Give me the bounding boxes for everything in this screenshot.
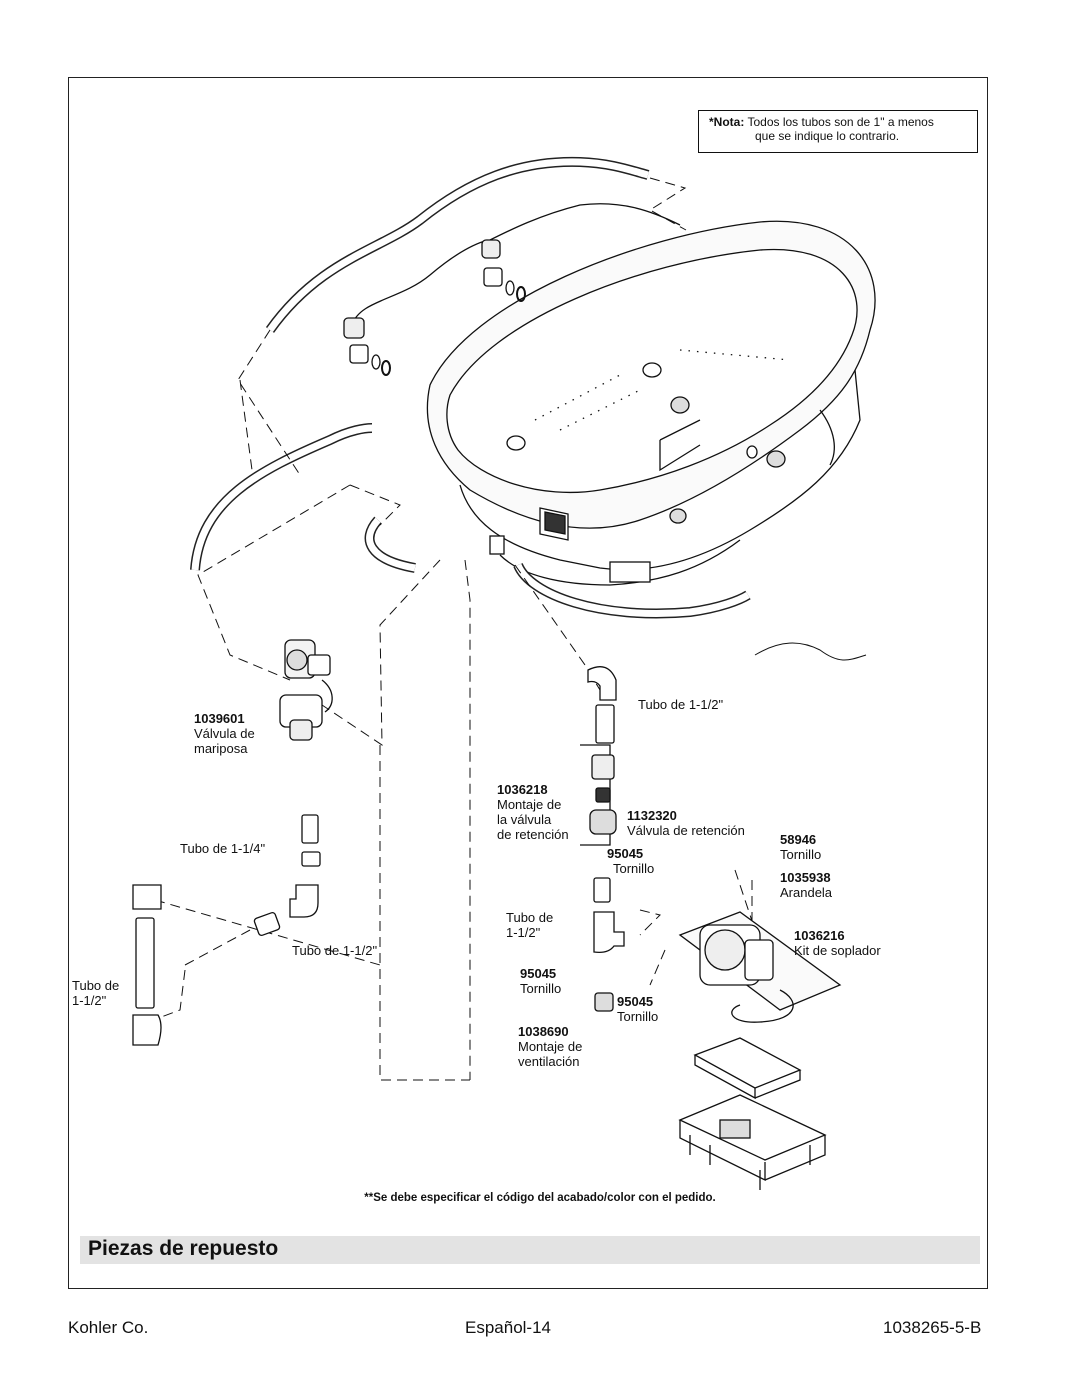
part-desc: Válvula de — [194, 726, 255, 741]
note-line1: Todos los tubos son de 1" a menos — [747, 115, 934, 129]
part-desc: Arandela — [780, 885, 833, 900]
label-check-valve: 1132320 Válvula de retención — [627, 808, 745, 838]
part-code: 95045 — [520, 966, 557, 981]
part-desc: Montaje de — [497, 797, 562, 812]
label-check-valve-assembly: 1036218 Montaje de la válvula de retenci… — [497, 782, 569, 842]
page-frame — [68, 77, 988, 1289]
part-desc: Tubo de — [72, 978, 120, 993]
butterfly-valve-illustration — [279, 639, 333, 741]
pipes-left — [132, 814, 321, 1046]
part-code: 58946 — [780, 832, 817, 847]
part-desc: la válvula — [497, 812, 552, 827]
note-line2: que se indique lo contrario. — [755, 129, 900, 143]
blower-kit-illustration — [678, 911, 842, 1023]
label-tube-1-1-2-a: Tubo de 1-1/2" — [292, 943, 377, 958]
part-desc: Montaje de — [518, 1039, 583, 1054]
part-desc: mariposa — [194, 741, 248, 756]
part-desc: Tornillo — [520, 981, 562, 996]
label-tube-1-1-2-left: Tubo de 1-1/2" — [72, 978, 119, 1008]
part-desc: Tubo de 1-1/2" — [292, 943, 378, 958]
part-desc: ventilación — [518, 1054, 580, 1069]
part-code: 95045 — [607, 846, 644, 861]
label-tube-1-1-2-top: Tubo de 1-1/2" — [638, 697, 723, 712]
vent-plate-illustration — [693, 1037, 802, 1100]
finish-code-footnote: **Se debe especificar el código del acab… — [364, 1192, 716, 1204]
footer-doc-number: 1038265-5-B — [883, 1318, 982, 1337]
footer-page-number: Español-14 — [465, 1318, 552, 1337]
part-desc: de retención — [497, 827, 569, 842]
footer-company: Kohler Co. — [68, 1318, 149, 1337]
part-desc: Tornillo — [617, 1009, 659, 1024]
bathtub-illustration — [426, 220, 876, 586]
part-desc: Kit de soplador — [794, 943, 881, 958]
part-desc: Tornillo — [613, 861, 655, 876]
label-washer: 1035938 Arandela — [780, 870, 832, 900]
part-desc: Tubo de — [506, 910, 554, 925]
note-label: *Nota: — [709, 115, 745, 129]
part-code: 1132320 — [627, 808, 677, 823]
label-screw-95045-c: 95045 Tornillo — [617, 994, 658, 1024]
label-tube-1-1-2-mid: Tubo de 1-1/2" — [506, 910, 553, 940]
label-screw-58946: 58946 Tornillo — [780, 832, 821, 862]
part-code: 1036216 — [794, 928, 845, 943]
label-blower-kit: 1036216 Kit de soplador — [794, 928, 881, 958]
part-code: 1036218 — [497, 782, 548, 797]
part-code: 1038690 — [518, 1024, 569, 1039]
part-desc: Tubo de 1-1/2" — [638, 697, 724, 712]
control-base-illustration — [678, 1094, 827, 1190]
part-code: 1035938 — [780, 870, 831, 885]
jet-fittings — [343, 239, 526, 376]
part-desc: Tubo de 1-1/4" — [180, 841, 266, 856]
part-desc: 1-1/2" — [72, 993, 107, 1008]
section-title: Piezas de repuesto — [88, 1237, 279, 1260]
check-valve-assembly-illustration — [580, 666, 625, 1012]
hoses — [190, 156, 751, 619]
label-screw-95045-a: 95045 Tornillo — [607, 846, 654, 876]
part-desc: Válvula de retención — [627, 823, 745, 838]
part-code: 95045 — [617, 994, 654, 1009]
label-screw-95045-b: 95045 Tornillo — [520, 966, 561, 996]
part-desc: 1-1/2" — [506, 925, 541, 940]
label-tube-1-1-4: Tubo de 1-1/4" — [180, 841, 265, 856]
part-code: 1039601 — [194, 711, 245, 726]
part-desc: Tornillo — [780, 847, 822, 862]
label-butterfly-valve: 1039601 Válvula de mariposa — [194, 711, 255, 756]
section-title-bar: Piezas de repuesto — [80, 1236, 980, 1264]
label-vent-assembly: 1038690 Montaje de ventilación — [518, 1024, 582, 1069]
note-box: *Nota: Todos los tubos son de 1" a menos… — [698, 110, 978, 153]
